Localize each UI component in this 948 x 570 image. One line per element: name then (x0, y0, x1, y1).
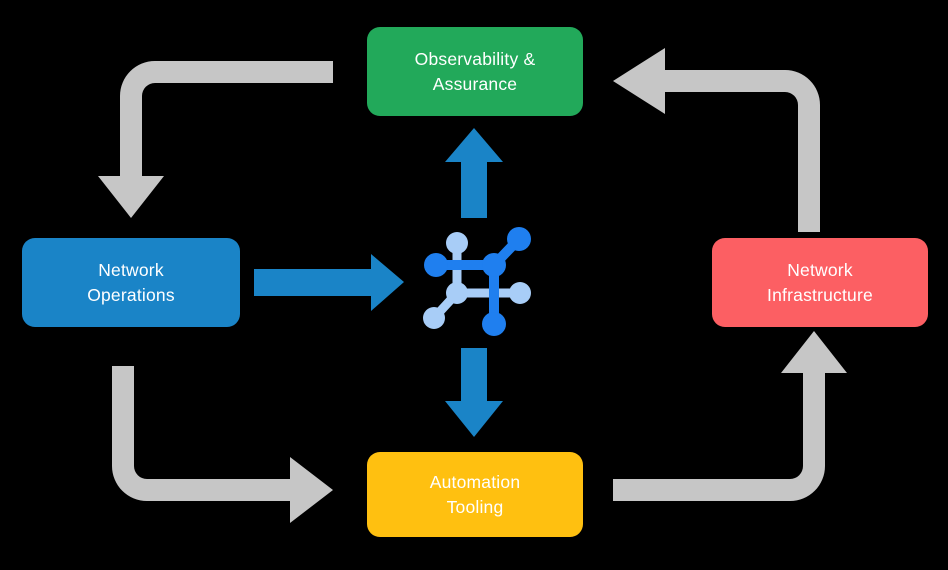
topology-node-light-right (509, 282, 531, 304)
node-network-operations-label: Network Operations (87, 260, 175, 305)
blue-arrow-center-to-observability (445, 128, 503, 218)
node-network-infrastructure[interactable]: Network Infrastructure (712, 238, 928, 327)
topology-node-light-top (446, 232, 468, 254)
blue-arrow-center-to-automation (445, 348, 503, 437)
topology-node-light-bottom-left (423, 307, 445, 329)
node-observability-assurance[interactable]: Observability & Assurance (367, 27, 583, 116)
node-observability-label: Observability & Assurance (414, 49, 536, 94)
gray-arrow-operations-to-automation (112, 366, 333, 523)
network-topology-icon (423, 227, 531, 336)
gray-arrow-infrastructure-to-observability (613, 48, 820, 232)
topology-node-dark-top-right (507, 227, 531, 251)
topology-node-dark-bottom (482, 312, 506, 336)
topology-node-dark-hub (482, 253, 506, 277)
blue-arrow-operations-to-center (254, 254, 404, 311)
gray-arrow-automation-to-infrastructure (613, 331, 847, 501)
node-automation-tooling[interactable]: Automation Tooling (367, 452, 583, 537)
gray-arrow-observability-to-operations (98, 61, 333, 218)
node-automation-tooling-label: Automation Tooling (429, 472, 521, 517)
topology-node-dark-left (424, 253, 448, 277)
node-network-infrastructure-label: Network Infrastructure (767, 260, 873, 305)
node-network-operations[interactable]: Network Operations (22, 238, 240, 327)
topology-node-light-center (446, 282, 468, 304)
